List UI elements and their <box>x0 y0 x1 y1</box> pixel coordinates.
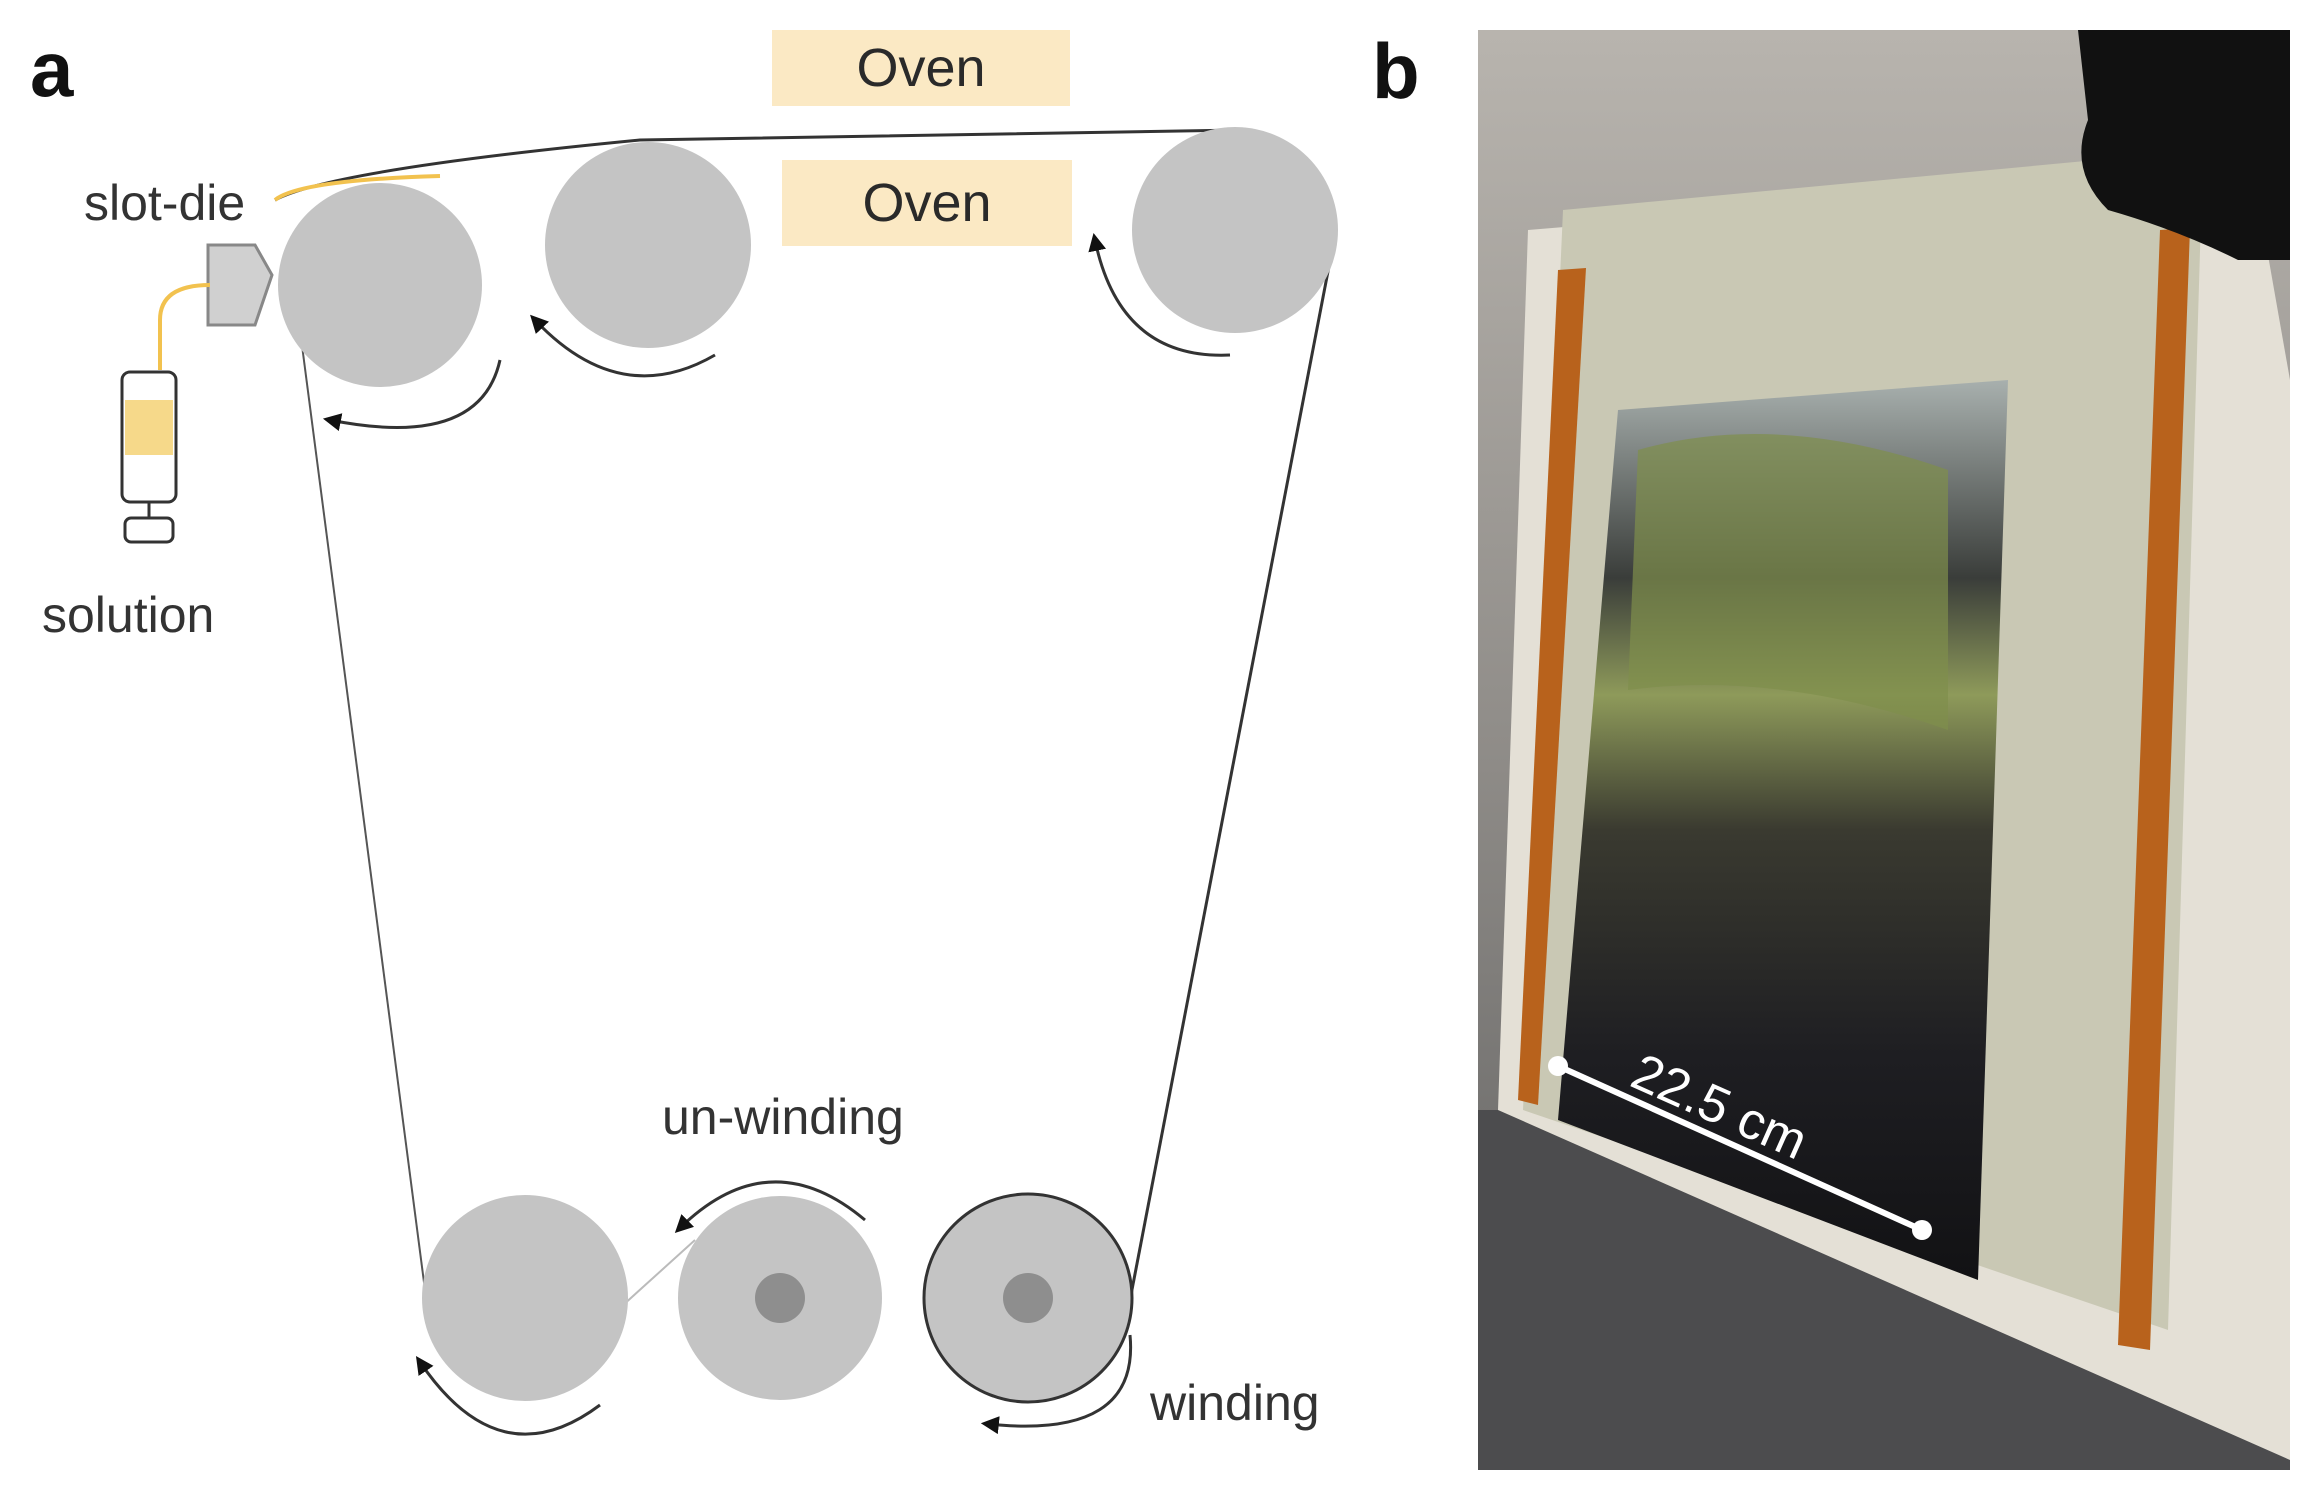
rotation-arrow-guide-top <box>530 314 716 378</box>
film-reflection <box>1628 434 1948 730</box>
web-path-top <box>274 128 1241 202</box>
web-path-left <box>299 329 426 1291</box>
panel-b-letter: b <box>1372 27 1420 115</box>
slot-die-head <box>206 243 274 327</box>
measurement-line <box>1556 1063 1924 1233</box>
guide-roller-right <box>1132 127 1338 333</box>
rotation-arrow-guide-right <box>1088 232 1231 357</box>
roll-to-roll-diagram <box>120 127 1338 1436</box>
rotation-arrow-coating-roller <box>322 359 502 431</box>
winding-label: winding <box>1150 1375 1320 1431</box>
rotation-arrow-winding <box>980 1334 1133 1435</box>
measurement-endpoint-right <box>1912 1220 1932 1240</box>
gloved-hand <box>2078 30 2290 260</box>
rotation-arrow-unwinding <box>674 1180 866 1234</box>
oven-bottom-box: Oven <box>782 160 1072 246</box>
right-kapton-tape <box>2118 228 2190 1350</box>
unwinding-roller-core <box>755 1273 805 1323</box>
rotation-arrow-bottom-left <box>415 1356 601 1436</box>
slot-die-label: slot-die <box>84 175 246 231</box>
winding-roller-core <box>1003 1273 1053 1323</box>
photo-illustration: 22.5 cm <box>1478 30 2290 1470</box>
unwinding-label: un-winding <box>662 1089 904 1145</box>
oven-top-box: Oven <box>772 30 1070 106</box>
web-coated-segment <box>273 174 441 202</box>
web-path-right <box>1128 234 1337 1301</box>
panel-a-letter: a <box>30 25 74 113</box>
solution-label: solution <box>42 587 215 643</box>
coated-film-photo: 22.5 cm <box>1478 30 2290 1470</box>
guide-roller-bottom-left <box>422 1195 628 1401</box>
solution-feed-line <box>158 283 211 370</box>
solution-fill <box>125 400 173 455</box>
solution-bottle-base <box>123 516 175 544</box>
guide-roller-top <box>545 142 751 348</box>
left-kapton-tape <box>1518 268 1586 1105</box>
measurement-endpoint-left <box>1548 1056 1568 1076</box>
coating-roller <box>278 183 482 387</box>
